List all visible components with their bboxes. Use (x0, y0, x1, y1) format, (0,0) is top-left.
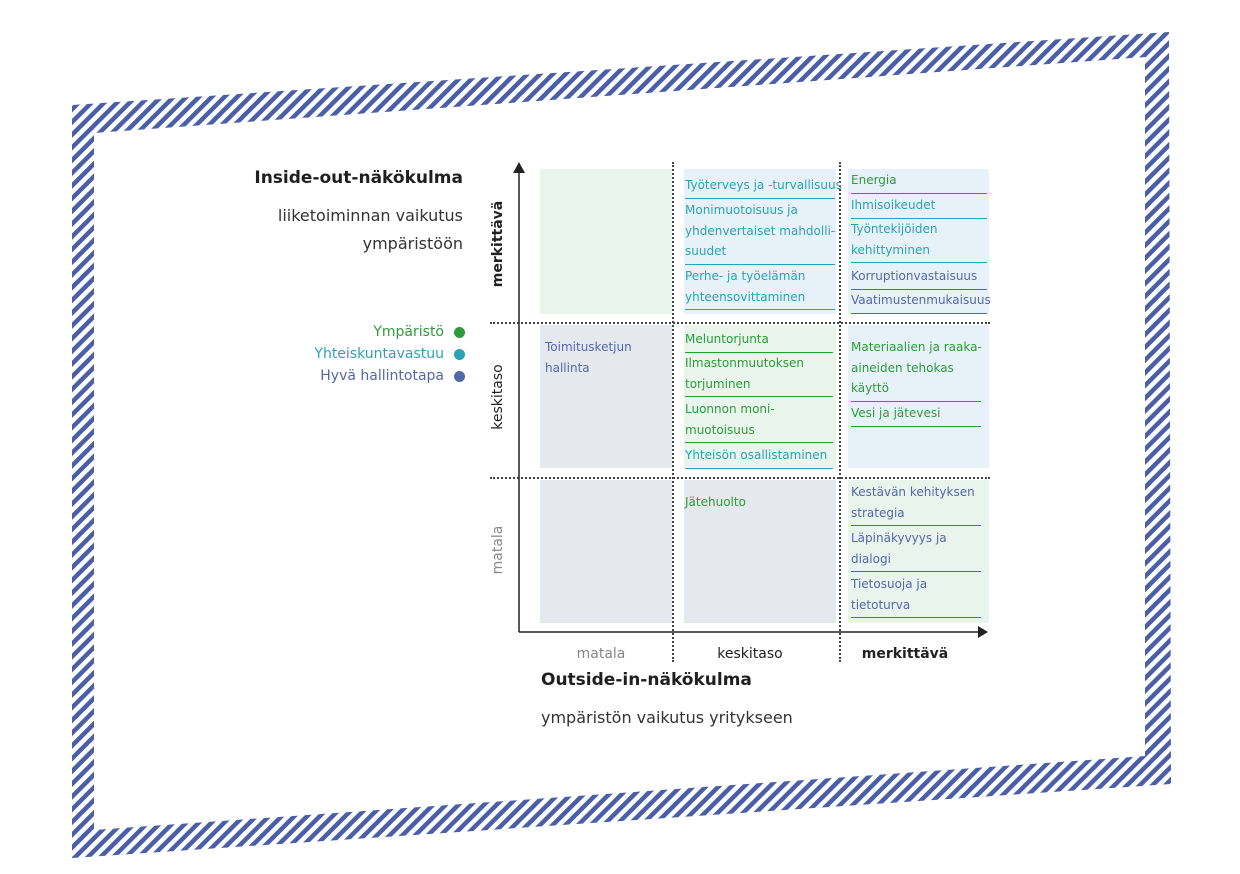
matrix-item-line: yhdenvertaiset mahdolli- (685, 223, 836, 238)
grid-hline-2 (490, 477, 990, 479)
matrix-item-line: Jätehuolto (685, 495, 746, 509)
y-level-mid: keskitaso (490, 364, 506, 430)
matrix-item: Työntekijöiden kehittyminen (851, 219, 987, 263)
matrix-item-line: Läpinäkyvyys ja (851, 531, 947, 545)
matrix-item-line: Yhteisön osallistaminen (685, 448, 828, 462)
matrix-item-line: Materiaalien ja raaka- (851, 340, 982, 354)
matrix-item-line: Monimuotoisuus ja (685, 203, 798, 217)
cell-bot-right (848, 480, 989, 623)
matrix-item-line: Meluntorjunta (685, 332, 769, 346)
matrix-item: Tietosuoja ja tietoturva (851, 574, 981, 618)
cell-mid-right (848, 325, 989, 468)
legend-item-ymparisto: Ympäristö (314, 321, 465, 343)
matrix-item: Jätehuolto (685, 492, 833, 515)
matrix-item: Ilmastonmuutoksen torjuminen (685, 353, 833, 397)
y-axis-title: Inside-out-näkökulma (254, 168, 463, 188)
legend-item-yhteiskuntavastuu: Yhteiskuntavastuu (314, 343, 465, 365)
legend-label-yhteiskuntavastuu: Yhteiskuntavastuu (314, 346, 444, 362)
matrix-item-line: Työterveys ja -turvallisuus (685, 178, 842, 192)
matrix-item: Vesi ja jätevesi (851, 403, 981, 427)
matrix-item-line: Korruptionvastaisuus (851, 269, 978, 283)
legend-dot-hallintotapa (454, 370, 465, 382)
matrix-item-line: Perhe- ja työelämän (685, 269, 806, 283)
x-level-low: matala (576, 646, 626, 662)
matrix-item-line: kehittyminen (851, 242, 930, 257)
matrix-item: Ihmisoikeudet (851, 195, 987, 219)
matrix-item: Monimuotoisuus ja yhdenvertaiset mahdolli… (685, 200, 835, 265)
matrix-item: Perhe- ja työelämän yhteensovittaminen (685, 266, 835, 310)
matrix-item: Korruptionvastaisuus (851, 266, 987, 290)
matrix-item: Vaatimustenmukaisuus (851, 290, 991, 314)
matrix-item-line: Toimitusketjun (545, 340, 632, 354)
matrix-item-line: Ihmisoikeudet (851, 198, 936, 212)
matrix-item: Yhteisön osallistaminen (685, 445, 833, 469)
y-axis-arrow (513, 162, 525, 173)
matrix-item: Toimitusketjun hallinta (545, 337, 665, 380)
y-level-low: matala (490, 525, 506, 575)
cell-bot-mid (684, 480, 836, 623)
legend-label-ymparisto: Ympäristö (373, 324, 444, 340)
x-axis-arrow (978, 626, 988, 638)
matrix-item-line: muotoisuus (685, 422, 755, 437)
matrix-item: Työterveys ja -turvallisuus (685, 175, 842, 199)
matrix-item-line: yhteensovittaminen (685, 289, 806, 304)
legend-dot-ymparisto (454, 326, 465, 338)
matrix-item: Läpinäkyvyys ja dialogi (851, 528, 981, 572)
grid-vline-1 (672, 162, 674, 662)
matrix-item-line: aineiden tehokas (851, 360, 954, 375)
matrix-item-line: käyttö (851, 381, 889, 395)
y-level-high: merkittävä (490, 200, 506, 288)
legend-item-hallintotapa: Hyvä hallintotapa (314, 365, 465, 387)
x-axis-subtitle: ympäristön vaikutus yritykseen (541, 708, 793, 727)
grid-hline-1 (490, 322, 990, 324)
x-level-mid: keskitaso (717, 646, 783, 662)
matrix-item-line: Kestävän kehityksen (851, 485, 975, 499)
legend-label-hallintotapa: Hyvä hallintotapa (320, 368, 444, 384)
matrix-item-line: suudet (685, 244, 727, 258)
grid-vline-2 (839, 162, 841, 662)
matrix-item-line: tietoturva (851, 597, 911, 612)
cell-bot-left (540, 480, 672, 623)
matrix-item-line: Työntekijöiden (851, 222, 938, 236)
matrix-item: Luonnon moni-muotoisuus (685, 399, 833, 443)
frame-border (72, 32, 1171, 858)
cell-mid-left (540, 325, 672, 468)
matrix-item-line: Energia (851, 173, 897, 187)
legend: Ympäristö Yhteiskuntavastuu Hyvä hallint… (314, 321, 465, 387)
x-level-high: merkittävä (861, 646, 949, 662)
matrix-item: Materiaalien ja raaka-aineiden tehokas kä… (851, 337, 982, 402)
matrix-item-line: Vesi ja jätevesi (851, 406, 941, 420)
matrix-item-line: torjuminen (685, 376, 751, 391)
matrix-item-line: strategia (851, 505, 905, 520)
legend-dot-yhteiskuntavastuu (454, 348, 465, 360)
x-axis-title: Outside-in-näkökulma (541, 670, 752, 690)
matrix-item: Kestävän kehityksen strategia (851, 482, 981, 526)
matrix-item-line: Tietosuoja ja (851, 577, 928, 591)
y-axis-subtitle: liiketoiminnan vaikutus ympäristöön (277, 206, 463, 253)
cell-top-left (540, 169, 672, 314)
matrix-item: Meluntorjunta (685, 329, 833, 353)
matrix-item-line: dialogi (851, 551, 891, 566)
matrix-item-line: Ilmastonmuutoksen (685, 356, 804, 370)
cell-top-mid (684, 169, 836, 314)
matrix-item-line: Luonnon moni- (685, 402, 775, 416)
matrix-item: Energia (851, 170, 987, 194)
matrix-item-line: hallinta (545, 360, 590, 375)
matrix-item-line: Vaatimustenmukaisuus (851, 293, 991, 307)
